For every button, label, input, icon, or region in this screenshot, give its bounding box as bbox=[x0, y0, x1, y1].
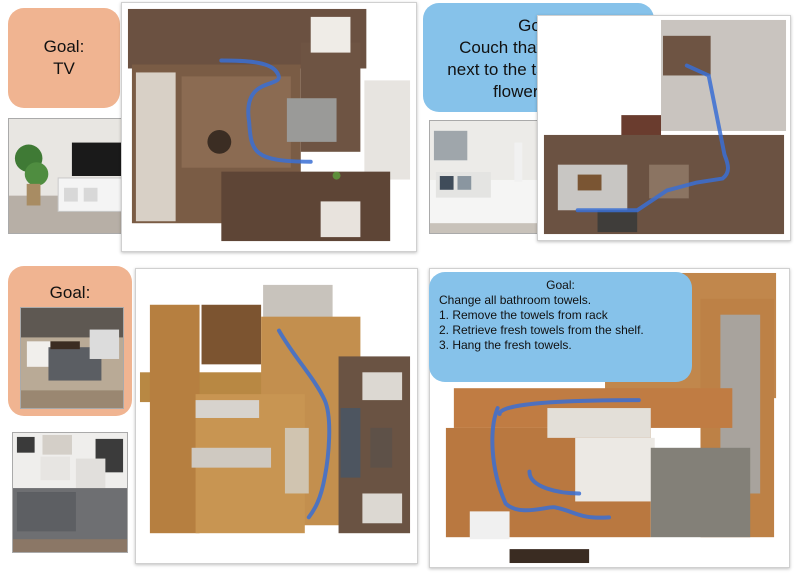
goal-photo-sofa bbox=[12, 432, 128, 553]
goal-label: Goal: bbox=[43, 37, 85, 56]
goal-photo-couch-room bbox=[429, 120, 539, 234]
goal-step-1: 1. Remove the towels from rack bbox=[439, 308, 608, 322]
floorplan-map-2 bbox=[537, 15, 791, 241]
floorplan-map-1 bbox=[121, 2, 417, 252]
goal-step-3: 3. Hang the fresh towels. bbox=[439, 338, 572, 352]
goal-photo-tv-room bbox=[8, 118, 126, 234]
goal-text-line-1: Change all bathroom towels. bbox=[439, 293, 592, 307]
goal-step-2: 2. Retrieve fresh towels from the shelf. bbox=[439, 323, 644, 337]
goal-label: Goal: bbox=[546, 278, 575, 292]
goal-bubble-tv: Goal: TV bbox=[8, 8, 120, 108]
floorplan-map-3 bbox=[135, 268, 418, 564]
goal-photo-living-room bbox=[20, 307, 124, 409]
goal-text: TV bbox=[53, 59, 75, 78]
goal-label: Goal: bbox=[49, 283, 91, 302]
goal-bubble-towels: Goal: Change all bathroom towels. 1. Rem… bbox=[429, 272, 692, 382]
